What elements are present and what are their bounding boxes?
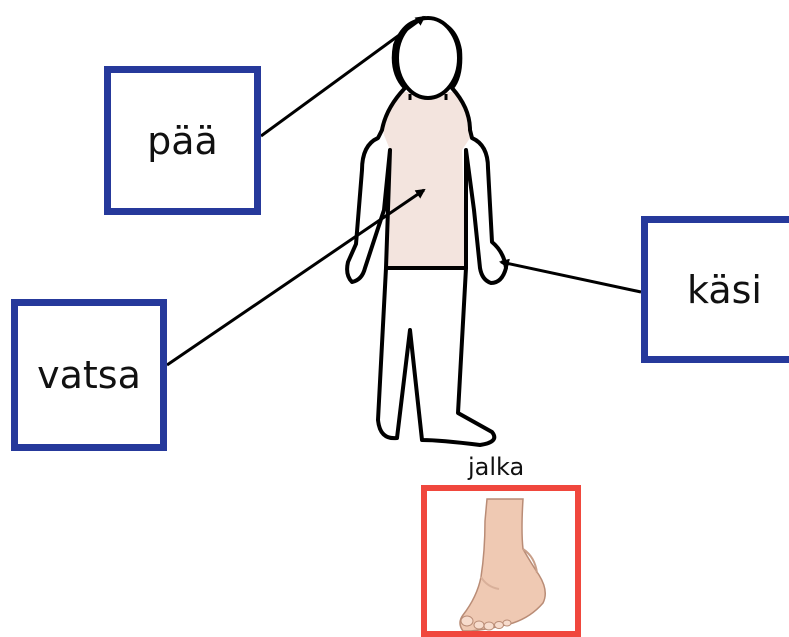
label-hand-text: käsi (687, 268, 762, 312)
foot-image-frame (421, 485, 581, 637)
label-box-hand: käsi (641, 216, 789, 363)
arrow-to-hand (501, 262, 641, 292)
label-box-head: pää (104, 66, 261, 215)
foot-illustration-icon (427, 491, 575, 631)
label-head-text: pää (147, 119, 218, 163)
foot-caption: jalka (468, 453, 524, 481)
human-body-outline-icon (347, 18, 506, 445)
legs-outline (378, 268, 494, 445)
label-stomach-text: vatsa (37, 353, 141, 397)
torso-fill (383, 92, 471, 268)
label-box-stomach: vatsa (11, 299, 167, 451)
